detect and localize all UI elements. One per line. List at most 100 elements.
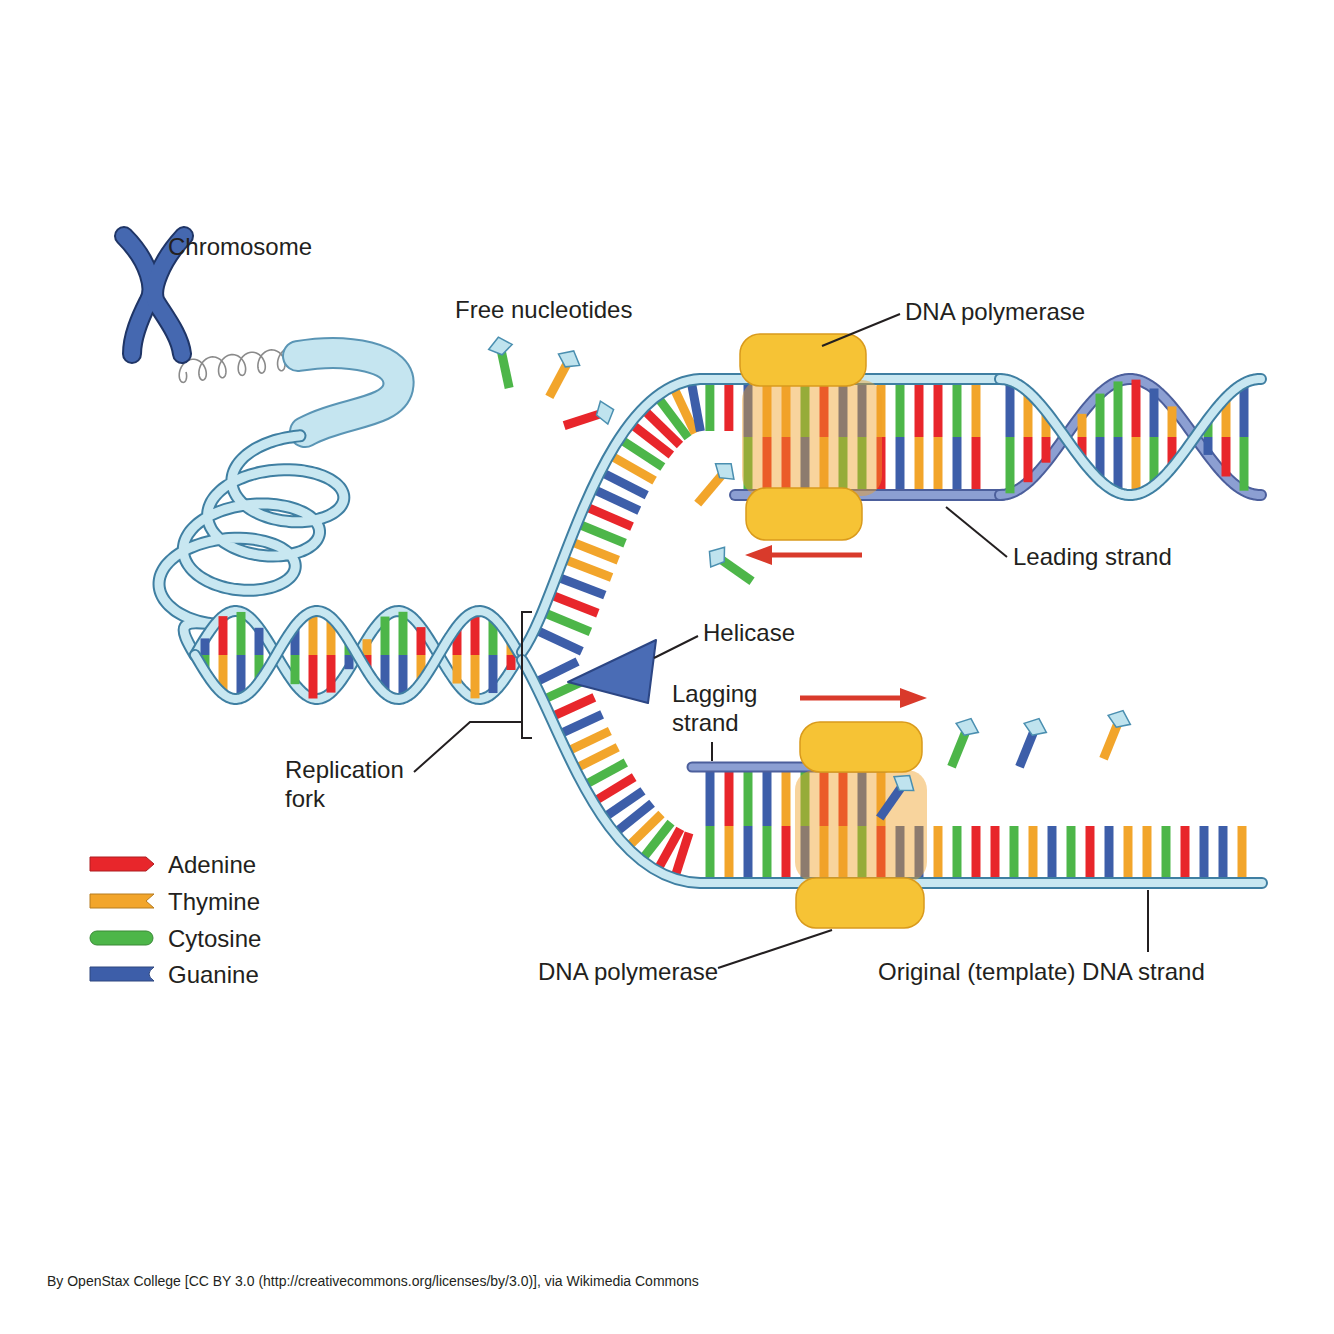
strand-backbone (298, 353, 399, 432)
base-bar (587, 763, 626, 784)
nucleotide-sugar (953, 714, 982, 740)
base-bar (934, 437, 943, 492)
nucleotide (539, 345, 585, 402)
legend-swatch (88, 966, 156, 983)
base-bar (1168, 406, 1177, 437)
part-label: Original (template) DNA strand (878, 957, 1205, 986)
base-bar (553, 596, 598, 613)
base-bar (291, 655, 300, 684)
caption-text: By OpenStax College [CC BY 3.0 (http://c… (47, 1272, 699, 1290)
base-bar (201, 638, 210, 655)
nucleotide (560, 398, 617, 437)
strand-outline (522, 379, 1000, 652)
base-bar (692, 384, 701, 431)
base-bar (255, 628, 264, 655)
base-bar (363, 639, 372, 655)
part-label: DNA polymerase (538, 957, 718, 986)
base-bar (706, 772, 715, 826)
base-bar (763, 772, 772, 826)
nucleotide (703, 542, 759, 591)
legend-text: Cytosine (168, 924, 261, 953)
leader-line (414, 722, 522, 772)
base-bar (1042, 437, 1051, 463)
legend-text: Guanine (168, 960, 259, 989)
base-bar (554, 697, 594, 715)
base-bar (1162, 826, 1171, 878)
base-bar (724, 383, 733, 431)
base-bar (1240, 437, 1249, 491)
base-bar (381, 617, 390, 655)
base-bar (538, 631, 581, 651)
free-nucleotides (487, 335, 1135, 825)
nucleotide (870, 769, 919, 825)
base-bar (915, 384, 924, 437)
base-bar (574, 543, 619, 561)
part-label: Free nucleotides (455, 295, 632, 324)
base-bar (725, 826, 734, 878)
arrow-shaft (800, 696, 902, 701)
base-bar (562, 714, 602, 732)
strand-backbone (1000, 379, 1261, 495)
base-bar (1150, 388, 1159, 437)
base-bar (896, 384, 905, 437)
base-bar (782, 826, 791, 878)
base-bar (1124, 826, 1133, 878)
base-bar (399, 612, 408, 655)
polymerase-part (746, 488, 862, 540)
base-bar (972, 384, 981, 437)
strand-outline (195, 611, 519, 699)
leader-line (946, 507, 1007, 557)
nucleotide (689, 456, 741, 511)
arrow-head (900, 688, 927, 708)
base-bar (546, 613, 590, 631)
nucleotide (1008, 714, 1050, 771)
legend-swatch (88, 856, 156, 873)
base-bar (953, 384, 962, 437)
base-bar (972, 826, 981, 878)
base-bar (706, 826, 715, 878)
base-bar (915, 437, 924, 492)
base-bar (1114, 381, 1123, 437)
nucleotide-sugar (487, 335, 514, 358)
helicase-wedge (568, 640, 656, 703)
base-bar (417, 627, 426, 655)
nucleotide-sugar (593, 398, 618, 426)
base-bar (219, 616, 228, 655)
base-bar (1132, 380, 1141, 437)
part-label: Replication fork (285, 755, 435, 813)
strand-backbone (1000, 379, 1261, 495)
part-label: Chromosome (168, 232, 312, 261)
base-bar (1067, 826, 1076, 878)
base-bar (453, 655, 462, 684)
base-bar (991, 826, 1000, 878)
strand-backbone (522, 379, 1000, 652)
base-bar (725, 772, 734, 826)
replication-fork (522, 379, 1262, 883)
strand-outline (195, 611, 519, 699)
nucleotide-sugar (703, 542, 732, 572)
nucleotide-sugar (1105, 706, 1134, 732)
arrow-shaft (770, 553, 862, 558)
base-bar (489, 655, 498, 693)
nucleotide-sugar (1021, 714, 1050, 740)
swatch-shape (90, 967, 154, 981)
swatch-shape (90, 894, 154, 908)
base-bar (782, 772, 791, 826)
base-bar (1114, 437, 1123, 493)
legend-swatch (88, 930, 156, 947)
base-bar (1219, 826, 1228, 878)
base-bar (1024, 437, 1033, 482)
strand-outline (1000, 379, 1261, 495)
base-bar (1143, 826, 1152, 878)
part-label: Leading strand (1013, 542, 1172, 571)
fork-bracket (522, 612, 532, 738)
nucleotide-sugar (710, 456, 740, 485)
base-bar (763, 826, 772, 878)
base-bar (953, 826, 962, 878)
polymerase-part (800, 722, 922, 772)
base-bar (744, 826, 753, 878)
base-bar (972, 437, 981, 492)
base-bar (1096, 394, 1105, 437)
base-bar (1086, 826, 1095, 878)
